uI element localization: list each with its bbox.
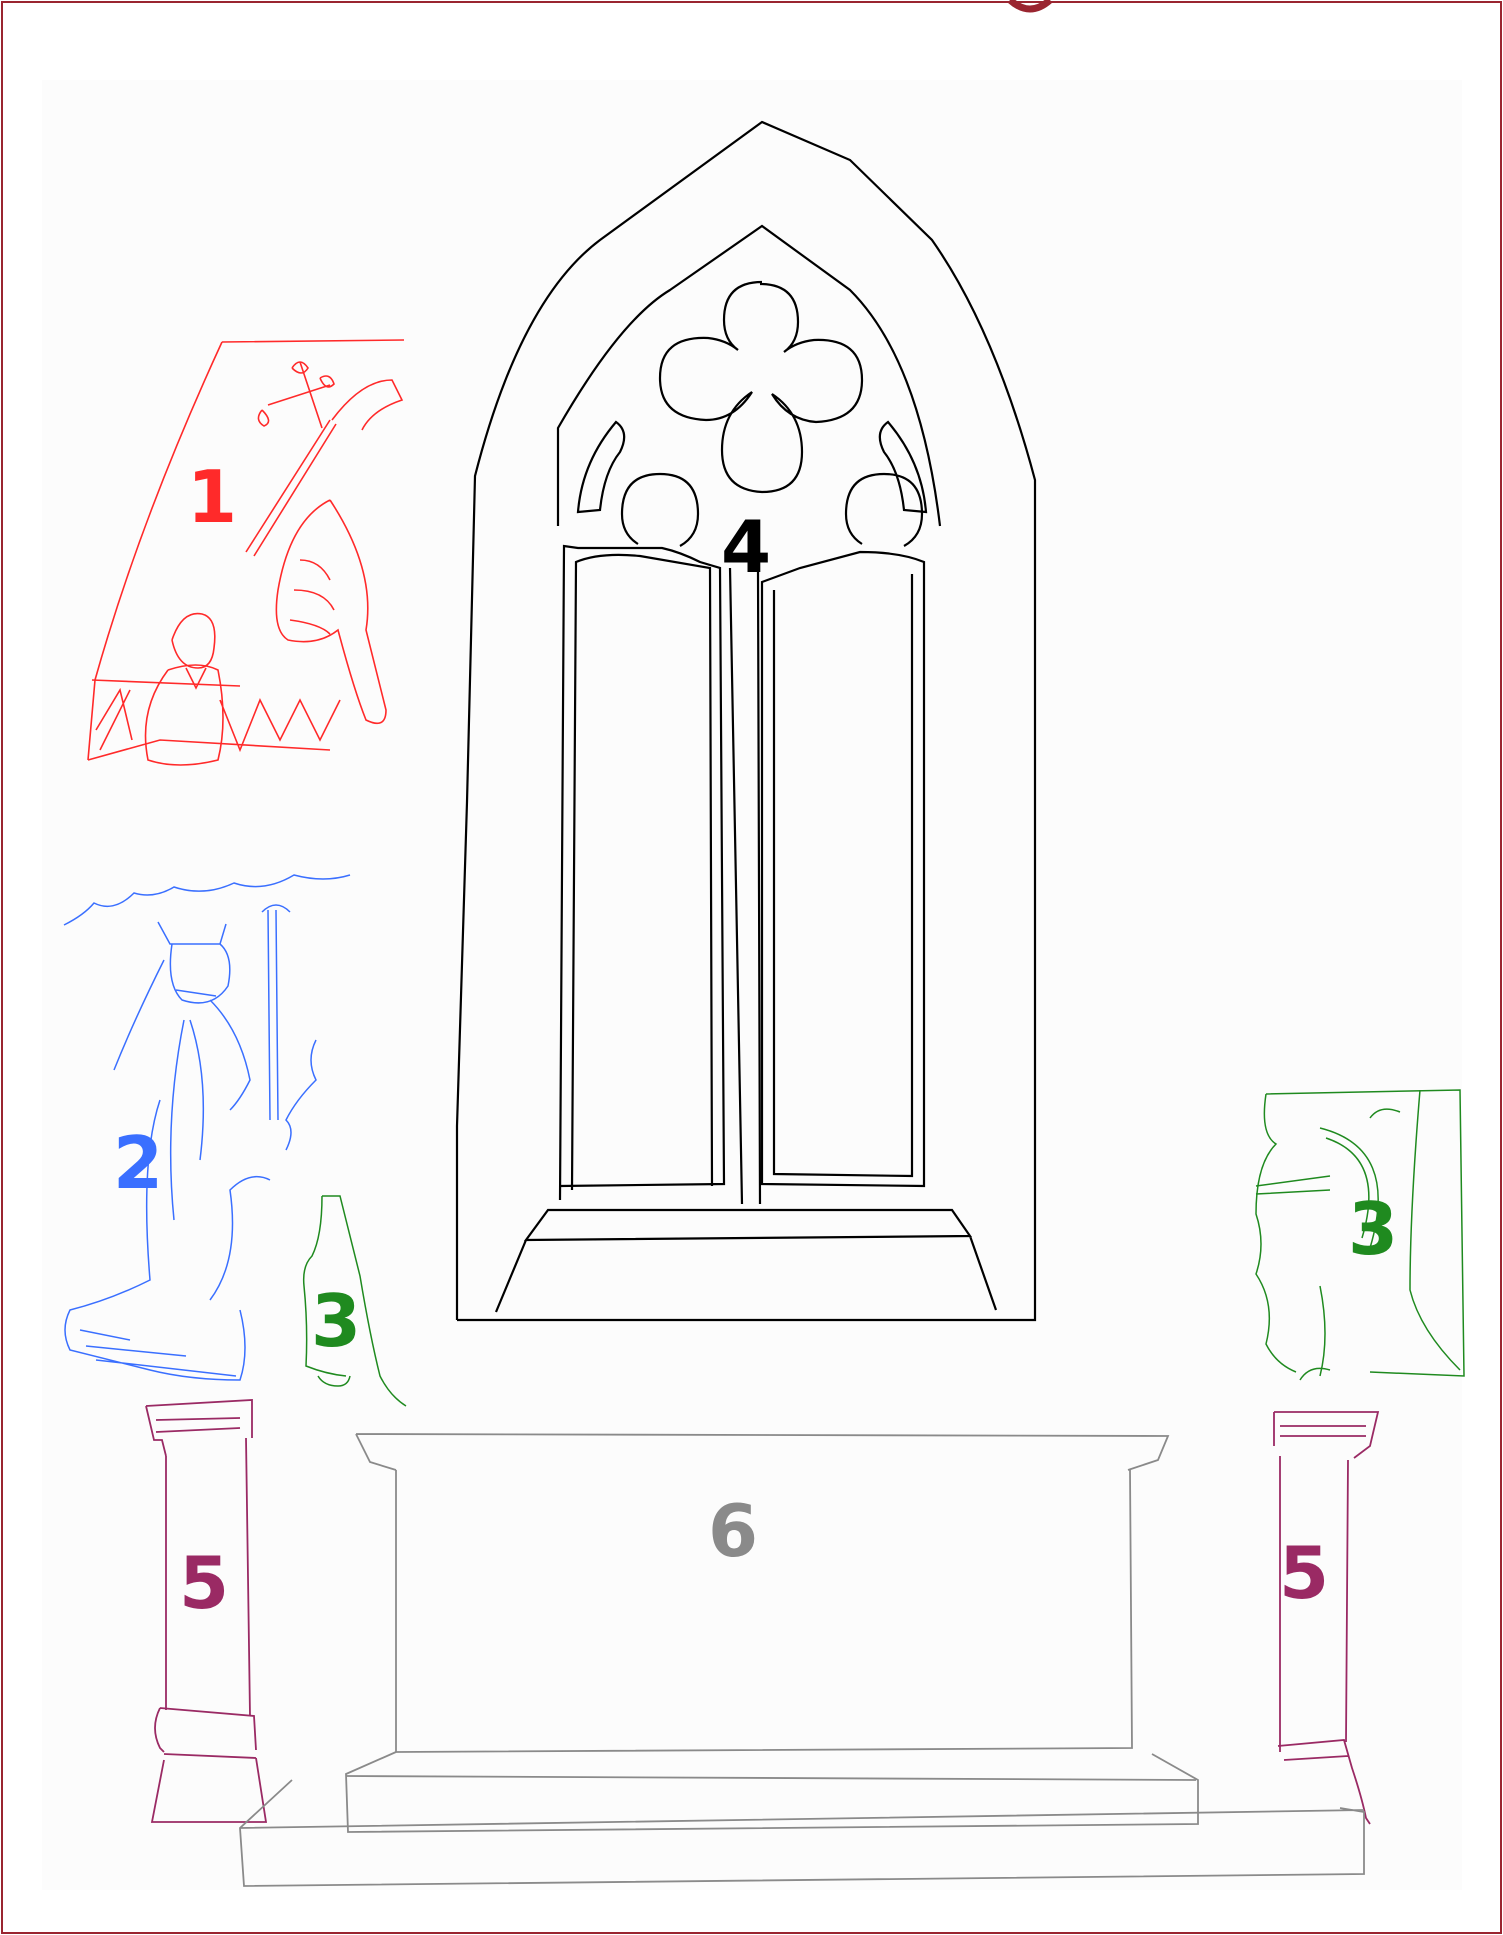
- label-5-right: 5: [1279, 1531, 1329, 1615]
- label-3-left: 3: [311, 1279, 361, 1363]
- label-6: 6: [708, 1489, 758, 1573]
- label-3-right: 3: [1348, 1187, 1398, 1271]
- label-1: 1: [187, 455, 237, 539]
- label-2: 2: [113, 1121, 163, 1205]
- wall-background: [42, 80, 1462, 1890]
- label-5-left: 5: [179, 1541, 229, 1625]
- label-4: 4: [721, 505, 771, 589]
